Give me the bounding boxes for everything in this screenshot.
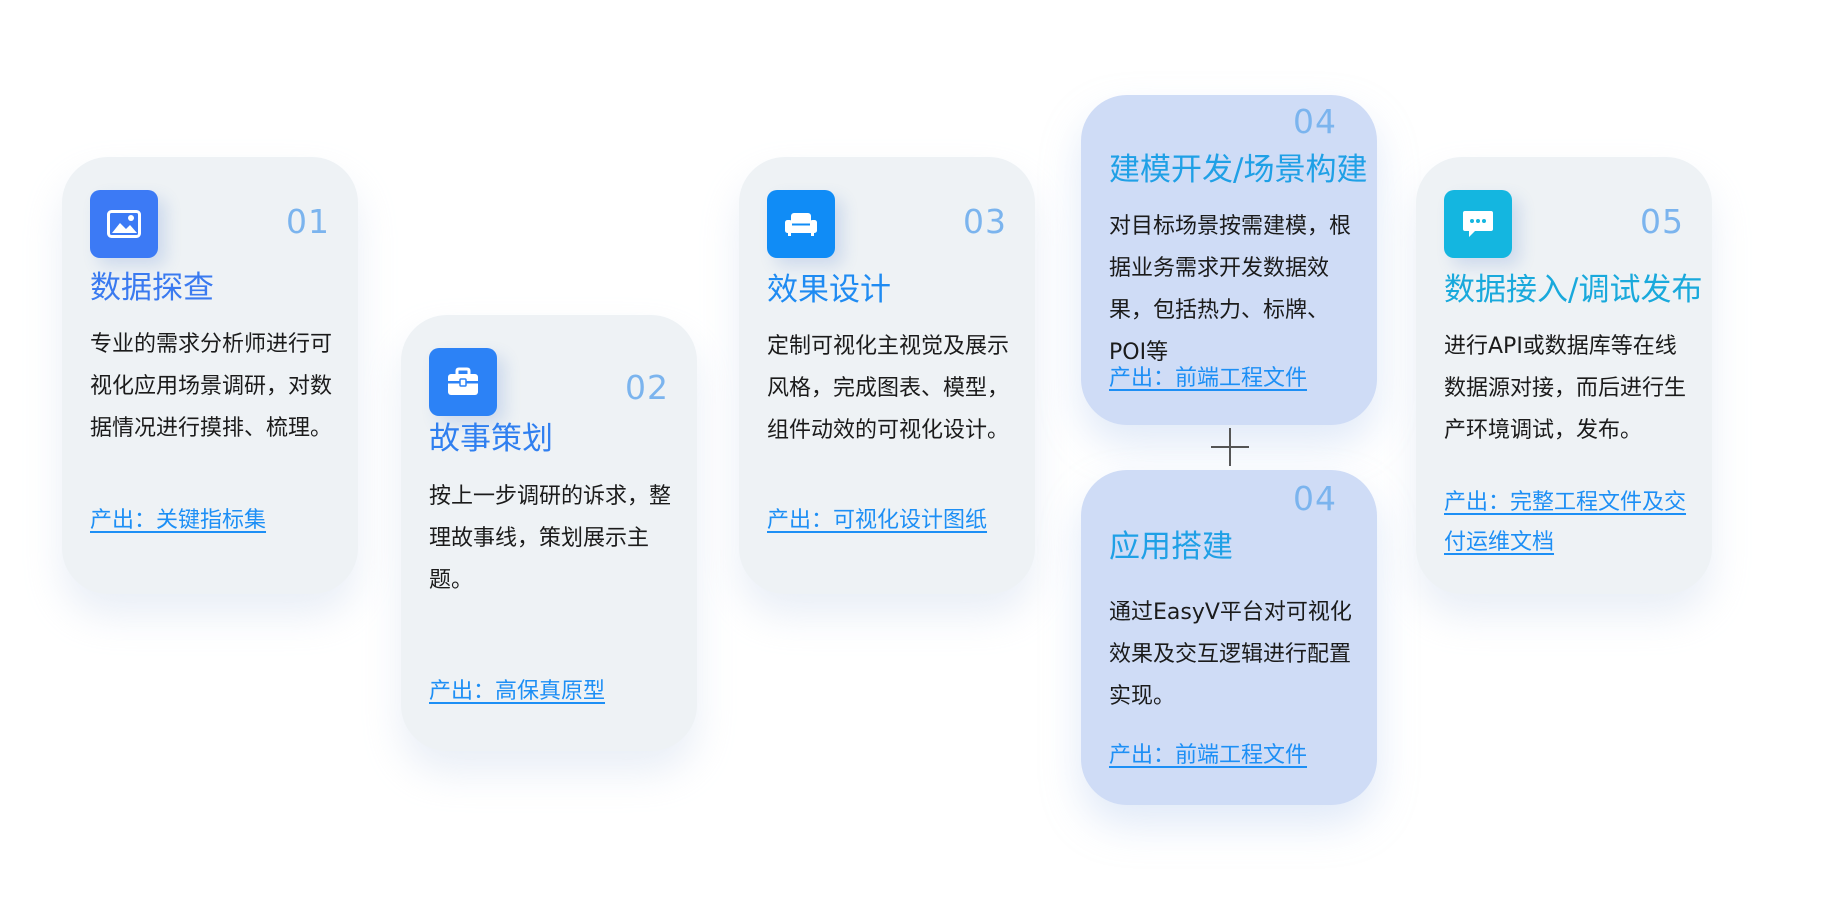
step-card-02: 02 故事策划 按上一步调研的诉求，整理故事线，策划展示主题。 产出：高保真原型: [401, 315, 697, 751]
step-description: 专业的需求分析师进行可视化应用场景调研，对数据情况进行摸排、梳理。: [90, 332, 333, 441]
sofa-icon-tile: [767, 190, 835, 258]
step-title: 故事策划: [429, 421, 553, 457]
step-number: 03: [963, 202, 1007, 241]
step-card-04-application: 04 应用搭建 通过EasyV平台对可视化效果及交互逻辑进行配置实现。 产出：前…: [1081, 470, 1377, 805]
image-icon-tile: [90, 190, 158, 258]
briefcase-icon: [448, 367, 478, 395]
step-title: 建模开发/场景构建: [1109, 152, 1368, 188]
step-card-04-modeling: 04 建模开发/场景构建 对目标场景按需建模，根据业务需求开发数据效果，包括热力…: [1081, 95, 1377, 425]
step-description: 按上一步调研的诉求，整理故事线，策划展示主题。: [429, 484, 672, 593]
step-number: 04: [1293, 102, 1337, 141]
output-link[interactable]: 产出：高保真原型: [429, 679, 606, 704]
plus-icon: [1211, 428, 1249, 466]
step-number: 05: [1640, 202, 1684, 241]
step-title: 效果设计: [767, 272, 891, 308]
chat-icon-tile: [1444, 190, 1512, 258]
step-card-05: 05 数据接入/调试发布 进行API或数据库等在线数据源对接，而后进行生产环境调…: [1416, 157, 1712, 594]
step-title: 数据接入/调试发布: [1444, 272, 1703, 308]
output-link[interactable]: 产出：前端工程文件: [1109, 366, 1308, 391]
step-card-03: 03 效果设计 定制可视化主视觉及展示风格，完成图表、模型，组件动效的可视化设计…: [739, 157, 1035, 594]
chat-icon: [1463, 211, 1493, 237]
output-link[interactable]: 产出：前端工程文件: [1109, 743, 1308, 768]
sofa-icon: [785, 213, 817, 236]
step-description: 对目标场景按需建模，根据业务需求开发数据效果，包括热力、标牌、POI等: [1109, 214, 1352, 365]
step-description: 进行API或数据库等在线数据源对接，而后进行生产环境调试，发布。: [1444, 334, 1687, 443]
step-title: 数据探查: [90, 270, 214, 306]
step-number: 01: [286, 202, 330, 241]
image-icon: [107, 210, 141, 238]
step-number: 04: [1293, 479, 1337, 518]
output-link[interactable]: 产出：关键指标集: [90, 508, 267, 533]
step-description: 定制可视化主视觉及展示风格，完成图表、模型，组件动效的可视化设计。: [767, 334, 1010, 443]
step-description: 通过EasyV平台对可视化效果及交互逻辑进行配置实现。: [1109, 600, 1352, 709]
output-link[interactable]: 产出：可视化设计图纸: [767, 508, 988, 533]
step-card-01: 01 数据探查 专业的需求分析师进行可视化应用场景调研，对数据情况进行摸排、梳理…: [62, 157, 358, 594]
output-link[interactable]: 产出：完整工程文件及交付运维文档: [1444, 490, 1687, 555]
step-title: 应用搭建: [1109, 529, 1233, 565]
step-number: 02: [625, 368, 669, 407]
briefcase-icon-tile: [429, 348, 497, 416]
